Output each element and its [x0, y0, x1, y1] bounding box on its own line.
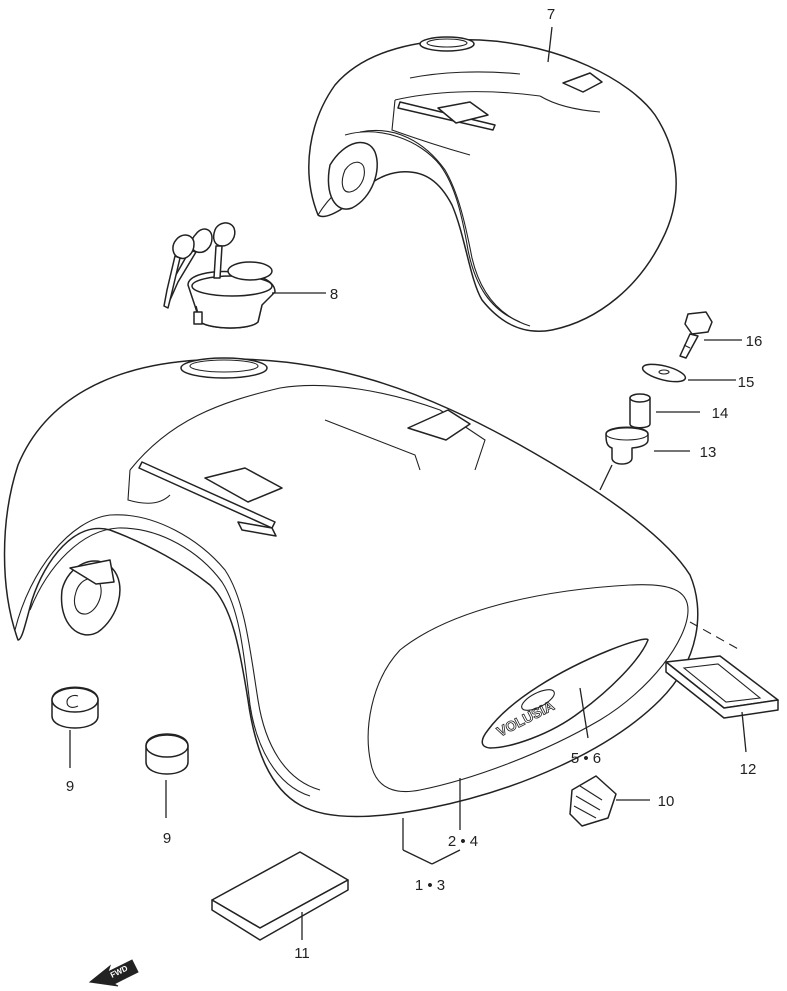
- cap-plug-9-right: [145, 733, 189, 818]
- bolt-part-16: [679, 311, 742, 359]
- main-fuel-tank: VOLUSIA: [3, 357, 699, 865]
- callout-13: 13: [700, 444, 717, 461]
- callout-16: 16: [746, 333, 763, 350]
- callout-14: 14: [712, 405, 729, 422]
- upper-fuel-tank: [308, 26, 677, 332]
- callout-15: 15: [738, 374, 755, 391]
- callout-7: 7: [547, 6, 555, 23]
- callout-9-left: 9: [66, 778, 74, 795]
- collar-part-14: [629, 393, 700, 429]
- pad-part-11: [211, 851, 349, 941]
- forward-arrow-icon: FWD: [88, 959, 139, 987]
- callout-12: 12: [740, 761, 757, 778]
- callout-8: 8: [330, 286, 338, 303]
- clip-part-10: [569, 775, 650, 827]
- cushion-part-13: [605, 426, 690, 465]
- washer-part-15: [641, 363, 736, 383]
- callout-11: 11: [294, 945, 310, 962]
- callout-2-4: 2 • 4: [448, 833, 478, 850]
- fuel-cap-with-keys: [163, 222, 326, 329]
- callout-5-6: 5 • 6: [571, 750, 601, 767]
- cap-plug-9-left: [51, 686, 99, 768]
- callout-9-right: 9: [163, 830, 171, 847]
- callout-1-3: 1 • 3: [415, 877, 445, 894]
- cushion-part-12: [665, 621, 779, 753]
- callout-10: 10: [658, 793, 675, 810]
